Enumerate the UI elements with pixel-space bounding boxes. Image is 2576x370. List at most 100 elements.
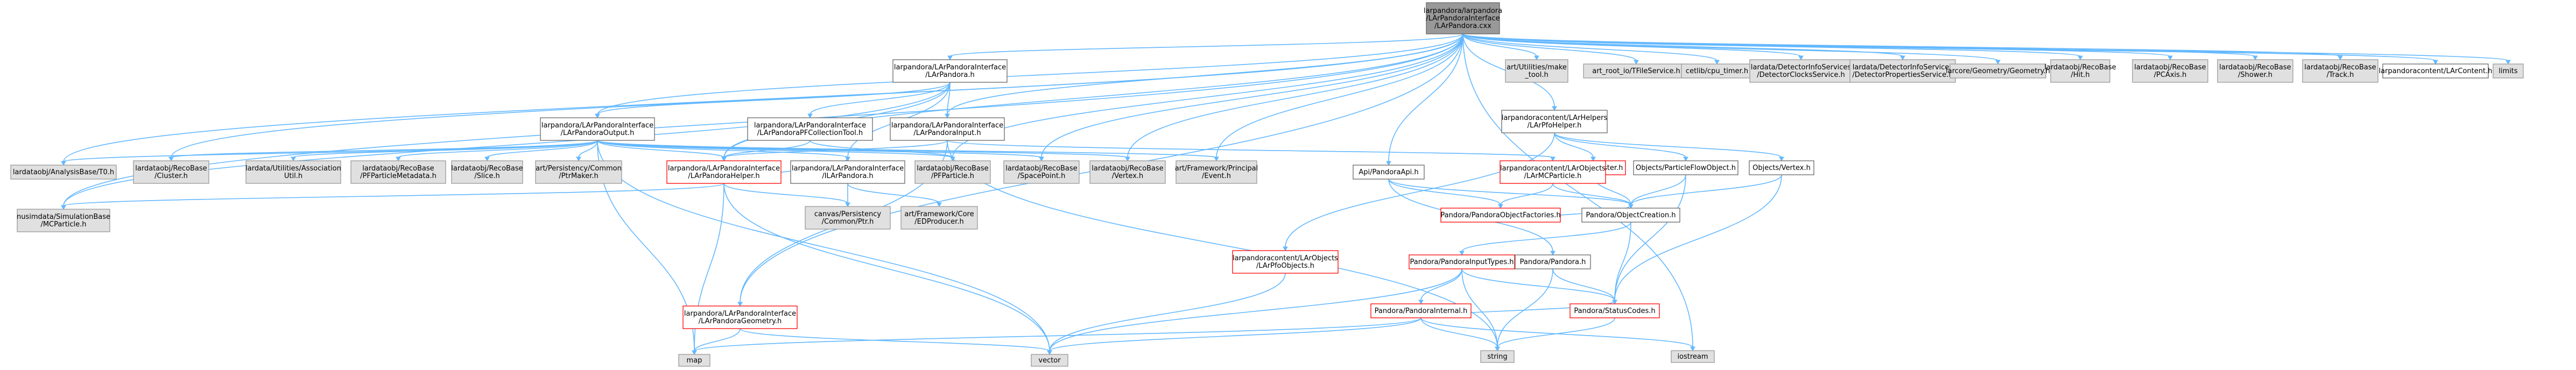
node-label-line: /PFParticleMetadata.h (360, 172, 437, 180)
node-ilar-pandora-h[interactable]: larpandora/LArPandoraInterface/ILArPando… (790, 160, 905, 184)
node-label-line: /PtrMaker.h (559, 172, 598, 180)
node-det-props[interactable]: lardata/DetectorInfoServices/DetectorPro… (1849, 59, 1956, 83)
node-label-line: larpandoracontent/LArObjects (1233, 254, 1338, 262)
edge-api-pandora-api-h-to-pandora-object-creation-h (1388, 179, 1631, 205)
node-hit-h[interactable]: lardataobj/RecoBase/Hit.h (2044, 59, 2116, 83)
arrowhead-common-ptr-h (845, 202, 850, 208)
node-lar-pfo-objects-h[interactable]: larpandoracontent/LArObjects/LArPfoObjec… (1232, 250, 1339, 274)
node-pfparticle-h[interactable]: lardataobj/RecoBase/PFParticle.h (914, 160, 991, 184)
node-label-line: limits (2498, 67, 2518, 75)
edge-pandora-internal-h-to-iostream (1420, 317, 1693, 348)
node-track-h[interactable]: lardataobj/RecoBase/Track.h (2302, 59, 2378, 83)
arrowhead-geometry-h (1995, 60, 2001, 65)
node-tfile-service[interactable]: art_root_io/TFileService.h (1583, 63, 1690, 79)
node-label-line: larpandora/larpandora (1424, 7, 1502, 15)
node-common-ptr-h[interactable]: canvas/Persistency/Common/Ptr.h (805, 206, 891, 230)
node-lar-content-h[interactable]: larpandoracontent/LArContent.h (2379, 63, 2493, 79)
edge-root-to-lar-pandora-input-h (947, 33, 1463, 115)
node-iostream[interactable]: iostream (1671, 350, 1715, 363)
arrowhead-obj-pfo-h (1683, 156, 1688, 162)
node-lar-pfo-helper-h[interactable]: larpandoracontent/LArHelpers/LArPfoHelpe… (1501, 110, 1608, 133)
node-box (678, 354, 710, 367)
node-label-line: Pandora/StatusCodes.h (1574, 307, 1655, 315)
node-box (1671, 350, 1715, 363)
node-label-line: lardataobj/RecoBase (135, 165, 207, 173)
node-vector[interactable]: vector (1031, 354, 1068, 367)
node-lar-pandora-output-h[interactable]: larpandora/LArPandoraInterface/LArPandor… (540, 117, 655, 141)
node-analysis-base-t0[interactable]: lardataobj/AnalysisBase/T0.h (10, 165, 117, 180)
node-status-codes-h[interactable]: Pandora/StatusCodes.h (1569, 303, 1660, 318)
node-box (2493, 63, 2524, 79)
node-label-line: art/Utilities/make (1507, 63, 1567, 72)
node-shower-h[interactable]: lardataobj/RecoBase/Shower.h (2217, 59, 2293, 83)
node-box (1370, 303, 1472, 318)
node-box (1569, 303, 1660, 318)
node-space-point-h[interactable]: lardataobj/RecoBase/SpacePoint.h (1003, 160, 1080, 184)
node-pandora-input-types-h[interactable]: Pandora/PandoraInputTypes.h (1409, 254, 1515, 269)
node-label-line: /Shower.h (2238, 71, 2272, 79)
node-edproducer-h[interactable]: art/Framework/Core/EDProducer.h (900, 206, 978, 230)
node-string[interactable]: string (1480, 350, 1515, 363)
node-box (1633, 160, 1739, 175)
edge-lar-pfo-helper-h-to-obj-vertex-h (1554, 132, 1782, 158)
edge-lar-pandora-pfct-h-to-lar-pandora-helper-h (723, 140, 811, 158)
node-api-pandora-api-h[interactable]: Api/PandoraApi.h (1353, 165, 1425, 180)
edge-lar-pandora-pfct-h-to-pfparticle-h (810, 140, 953, 158)
arrowhead-lar-pfo-helper-h (1552, 106, 1557, 111)
node-box (245, 160, 341, 184)
node-vertex-h[interactable]: lardataobj/RecoBase/Vertex.h (1089, 160, 1166, 184)
node-lar-pandora-h[interactable]: larpandora/LArPandoraInterface/LArPandor… (892, 59, 1008, 83)
node-lar-pandora-helper-h[interactable]: larpandora/LArPandoraInterface/LArPandor… (666, 160, 782, 184)
node-lar-mcparticle-h[interactable]: larpandoracontent/LArObjects/LArMCPartic… (1500, 160, 1606, 184)
edge-pandora-pandora-h-to-status-codes-h (1552, 268, 1615, 301)
node-label-line: larpandora/LArPandoraInterface (684, 310, 796, 318)
node-pandora-object-creation-h[interactable]: Pandora/ObjectCreation.h (1581, 208, 1680, 223)
edge-root-to-pfparticle-h (952, 33, 1463, 158)
node-map[interactable]: map (678, 354, 710, 367)
node-box (1031, 354, 1068, 367)
node-box (133, 160, 209, 184)
node-pandora-internal-h[interactable]: Pandora/PandoraInternal.h (1370, 303, 1472, 318)
node-pandora-object-factories-h[interactable]: Pandora/PandoraObjectFactories.h (1440, 208, 1561, 223)
node-pcaxis-h[interactable]: lardataobj/RecoBase/PCAxis.h (2132, 59, 2208, 83)
node-pfpmeta-h[interactable]: lardataobj/RecoBase/PFParticleMetadata.h (350, 160, 446, 184)
node-cluster-h[interactable]: lardataobj/RecoBase/Cluster.h (133, 160, 209, 184)
node-lar-pandora-pfct-h[interactable]: larpandora/LArPandoraInterface/LArPandor… (747, 117, 873, 141)
node-limits[interactable]: limits (2493, 63, 2524, 79)
node-box (540, 117, 655, 141)
file-nodes: larpandora/larpandora/LArPandoraInterfac… (10, 2, 2524, 367)
node-event-h[interactable]: art/Framework/Principal/Event.h (1175, 160, 1258, 184)
node-cpu-timer[interactable]: cetlib/cpu_timer.h (1681, 63, 1753, 79)
node-lar-pandora-input-h[interactable]: larpandora/LArPandoraInterface/LArPandor… (890, 117, 1005, 141)
edge-root-to-analysis-base-t0 (63, 33, 1463, 162)
node-obj-vertex-h[interactable]: Objects/Vertex.h (1749, 160, 1814, 175)
node-pandora-pandora-h[interactable]: Pandora/Pandora.h (1515, 254, 1591, 269)
node-box (890, 117, 1005, 141)
node-label-line: lardataobj/RecoBase (1005, 165, 1077, 173)
arrowhead-vector (1047, 350, 1052, 355)
node-label-line: Pandora/PandoraObjectFactories.h (1440, 211, 1560, 219)
node-lar-pandora-geometry-h[interactable]: larpandora/LArPandoraInterface/LArPandor… (682, 305, 798, 329)
node-art-make-tool[interactable]: art/Utilities/make_tool.h (1505, 59, 1568, 83)
arrowhead-edproducer-h (937, 202, 942, 208)
node-obj-pfo-h[interactable]: Objects/ParticleFlowObject.h (1633, 160, 1739, 175)
node-label-line: /DetectorPropertiesService.h (1852, 71, 1953, 79)
edge-obj-pfo-h-to-status-codes-h (1614, 174, 1686, 301)
node-box (535, 160, 622, 184)
node-ptr-maker-h[interactable]: art/Persistency/Common/PtrMaker.h (535, 160, 622, 184)
node-geometry-h[interactable]: larcore/Geometry/Geometry.h (1946, 63, 2050, 79)
node-box (17, 209, 110, 232)
node-label-line: string (1487, 353, 1507, 361)
node-slice-h[interactable]: lardataobj/RecoBase/Slice.h (451, 160, 523, 184)
arrowhead-obj-cluster-h (1590, 156, 1596, 162)
node-det-clocks[interactable]: lardata/DetectorInfoServices/DetectorClo… (1749, 59, 1853, 83)
edge-lar-pandora-output-h-to-pfparticle-h (597, 140, 953, 158)
node-label-line: /DetectorClocksService.h (1757, 71, 1845, 79)
node-label-line: larpandora/LArPandoraInterface (792, 165, 904, 173)
edge-root-to-space-point-h (1041, 33, 1463, 158)
node-label-line: larpandoracontent/LArHelpers (1502, 114, 1608, 122)
edge-pandora-input-types-h-to-status-codes-h (1461, 268, 1615, 301)
node-label-line: /LArPandora.h (925, 71, 975, 79)
node-mcparticle-h[interactable]: nusimdata/SimulationBase/MCParticle.h (17, 209, 110, 232)
